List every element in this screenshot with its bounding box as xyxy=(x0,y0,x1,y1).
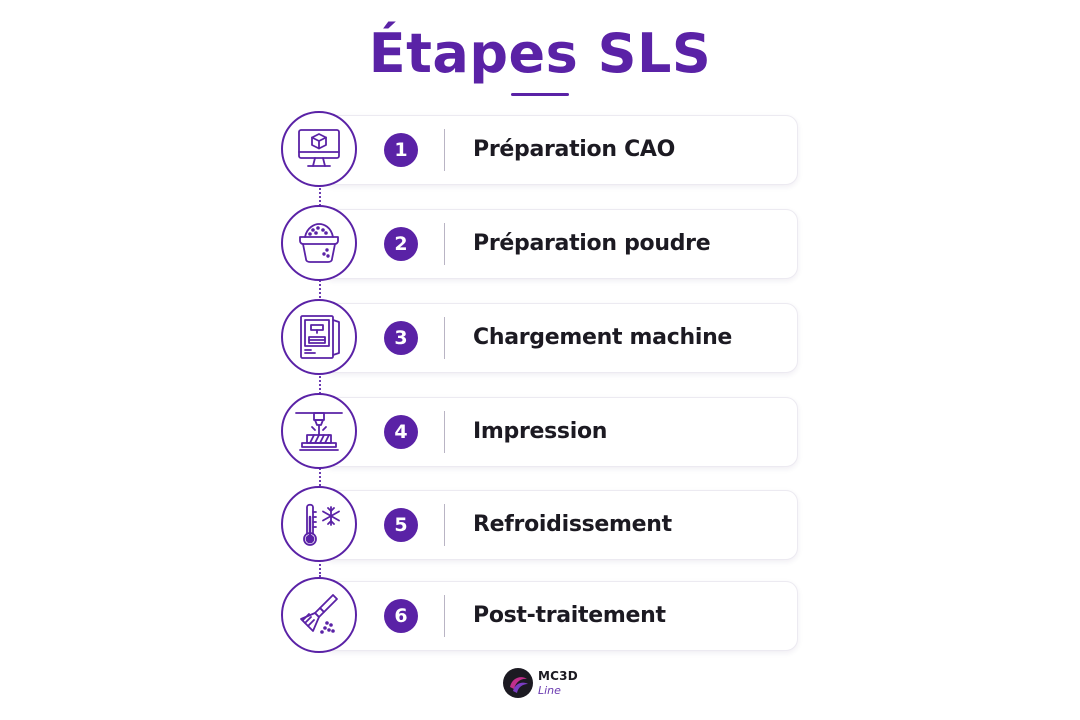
step-divider xyxy=(444,129,445,171)
step-number: 4 xyxy=(384,415,418,449)
step-label: Préparation poudre xyxy=(473,231,711,256)
title-underline xyxy=(511,93,569,96)
step-divider xyxy=(444,411,445,453)
step-label: Refroidissement xyxy=(473,512,672,537)
step-label: Impression xyxy=(473,419,608,444)
step-number: 1 xyxy=(384,133,418,167)
mc3d-logo-mark-icon xyxy=(503,668,533,698)
step-divider xyxy=(444,595,445,637)
laser-printing-icon xyxy=(281,393,357,469)
step-label: Préparation CAO xyxy=(473,137,676,162)
step-number: 3 xyxy=(384,321,418,355)
step-divider xyxy=(444,317,445,359)
printer-machine-icon xyxy=(281,299,357,375)
powder-bowl-icon xyxy=(281,205,357,281)
step-1: 1 Préparation CAO xyxy=(0,109,1080,187)
step-divider xyxy=(444,504,445,546)
step-6: 6 Post-traitement xyxy=(0,575,1080,653)
step-5: 5 Refroidissement xyxy=(0,484,1080,562)
step-number: 5 xyxy=(384,508,418,542)
page-title: Étapes SLS xyxy=(368,22,712,85)
step-label: Post-traitement xyxy=(473,603,666,628)
logo-subtext: Line xyxy=(538,684,561,697)
brand-logo: MC3D Line xyxy=(502,666,592,700)
logo-text: MC3D xyxy=(538,669,578,683)
step-3: 3 Chargement machine xyxy=(0,297,1080,375)
timeline-connector xyxy=(319,185,321,577)
step-divider xyxy=(444,223,445,265)
step-4: 4 Impression xyxy=(0,391,1080,469)
step-label: Chargement machine xyxy=(473,325,733,350)
brush-cleaning-icon xyxy=(281,577,357,653)
step-number: 2 xyxy=(384,227,418,261)
step-2: 2 Préparation poudre xyxy=(0,203,1080,281)
step-number: 6 xyxy=(384,599,418,633)
cad-monitor-icon xyxy=(281,111,357,187)
thermometer-snowflake-icon xyxy=(281,486,357,562)
